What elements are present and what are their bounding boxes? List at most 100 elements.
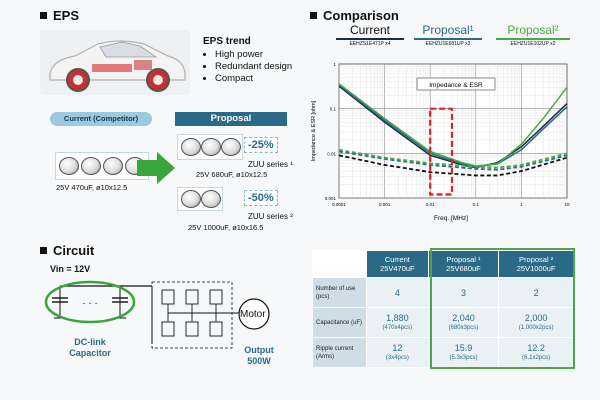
legend-current-name: Current — [349, 23, 390, 37]
capacitor-icon — [103, 157, 123, 175]
series-line — [338, 154, 568, 177]
table-row: Capacitance (uF) 1,880(470x4pcs) 2,040(6… — [312, 307, 574, 338]
cell-value: 2 — [533, 287, 539, 298]
table-header-cell: Proposal ² 25V1000uF — [498, 250, 574, 278]
vin-label: Vin = 12V — [50, 264, 91, 274]
row-label: Number of use (pcs) — [312, 277, 367, 308]
car-icon — [40, 30, 190, 95]
eps-title-text: EPS — [53, 8, 80, 23]
car-illustration — [40, 30, 190, 95]
cell-sub: (3x4pcs) — [385, 354, 409, 361]
row-label: Capacitance (uF) — [312, 307, 367, 338]
x-tick-label: 0.01 — [426, 202, 435, 207]
mosfet-bridge — [161, 289, 240, 337]
chart-title: Impedance & ESR — [429, 82, 483, 89]
current-spec: 25V 470uF, ø10x12.5 — [56, 183, 128, 192]
eps-trend-list: High power Redundant design Compact — [203, 49, 292, 85]
eps-trend-title: EPS trend — [203, 36, 251, 47]
table-cell: 2,040(680x3pcs) — [427, 307, 500, 338]
eps-trend-box: EPS trend High power Redundant design Co… — [203, 36, 292, 85]
dclink-label: DC-link Capacitor — [69, 337, 111, 358]
capacitor-icon — [181, 190, 201, 208]
legend-proposal2-line — [496, 38, 570, 40]
circuit-diagram: · · · — [44, 280, 270, 349]
legend-proposal1-part: EEHZU1E681UP x3 — [425, 41, 471, 47]
cell-value: 4 — [394, 287, 400, 298]
eps-trend-item: Compact — [215, 73, 292, 85]
eps-trend-item: High power — [215, 49, 292, 61]
capacitor-dots: · · · — [82, 298, 98, 309]
dclink-highlight-ellipse — [44, 280, 136, 324]
chart-xlabel: Freq. [MHz] — [434, 215, 468, 222]
proposal1-spec: 25V 680uF, ø10x12.5 — [196, 170, 268, 179]
capacitor-icon — [59, 157, 79, 175]
square-bullet-icon — [310, 12, 317, 20]
y-tick-label: 1 — [333, 62, 336, 67]
motor-icon — [238, 298, 270, 330]
y-tick-label: 0.001 — [325, 196, 337, 201]
y-tick-label: 0.1 — [330, 107, 337, 112]
table-cell: 3 — [427, 277, 500, 308]
x-tick-label: 10 — [564, 202, 570, 207]
cell-value: 3 — [460, 287, 466, 298]
cell-value: 12 — [392, 342, 403, 353]
table-cell: 12(3x4pcs) — [366, 337, 429, 368]
table-header-cell: Current 25V470uF — [366, 250, 429, 278]
legend-current-line — [336, 38, 404, 40]
table-cell: 2,000(1,000x2pcs) — [498, 307, 574, 338]
cell-sub: (1,000x2pcs) — [518, 324, 554, 331]
proposal1-series: ZUU series ¹ — [248, 160, 293, 169]
capacitor-icon — [181, 138, 201, 156]
x-tick-label: 0.001 — [379, 202, 391, 207]
legend-item-proposal2: Proposal² EEHZU1E102UP x2 — [490, 23, 576, 47]
series-line — [338, 150, 568, 171]
cell-sub: (470x4pcs) — [382, 324, 413, 331]
x-tick-label: 0.0001 — [332, 202, 346, 207]
row-label: Ripple current (Arms) — [312, 337, 367, 368]
eps-trend-item: Redundant design — [215, 61, 292, 73]
arrow-right-icon — [137, 152, 175, 184]
capacitor-icon — [81, 157, 101, 175]
chart-ylabel: Impedance & ESR [ohm] — [311, 100, 317, 161]
series-line — [338, 148, 568, 169]
eps-section-title: EPS — [40, 8, 79, 23]
table-cell: 4 — [366, 277, 429, 308]
cell-value: 12.2 — [527, 342, 545, 353]
table-cell: 1,880(470x4pcs) — [366, 307, 429, 338]
comparison-title-text: Comparison — [323, 8, 399, 23]
highlight-box — [429, 107, 454, 196]
capacitor-icon — [201, 190, 221, 208]
legend-item-current: Current EEHZS1E471P x4 — [330, 23, 410, 47]
cell-value: 2,040 — [452, 312, 475, 323]
chart-title-box — [416, 77, 496, 91]
y-tick-label: 0.01 — [327, 151, 336, 156]
cell-value: 2,000 — [524, 312, 548, 323]
legend-proposal2-name: Proposal² — [507, 23, 559, 37]
x-tick-label: 1 — [520, 202, 523, 207]
chart-legend: Current EEHZS1E471P x4 Proposal¹ EEHZU1E… — [330, 23, 580, 51]
chart-series — [338, 83, 568, 177]
cell-sub: (5.3x3pcs) — [449, 354, 478, 361]
table-row: Number of use (pcs) 4 3 2 — [312, 277, 574, 308]
proposal2-series: ZUU series ² — [248, 212, 293, 221]
cell-sub: (6.1x2pcs) — [522, 354, 551, 361]
cell-value: 1,880 — [386, 312, 409, 323]
square-bullet-icon — [40, 247, 47, 255]
current-competitor-pill: Current (Competitor) — [50, 112, 152, 126]
proposal1-capacitor-box — [177, 134, 243, 160]
capacitor-icon — [221, 138, 241, 156]
table-cell: 2 — [498, 277, 574, 308]
table-header-row: Current 25V470uF Proposal ¹ 25V680uF Pro… — [312, 250, 574, 278]
proposal2-capacitor-box — [177, 187, 223, 211]
table-row: Ripple current (Arms) 12(3x4pcs) 15.9(5.… — [312, 337, 574, 368]
proposal-pill: Proposal — [175, 112, 287, 126]
legend-proposal1-line — [414, 38, 482, 40]
cell-value: 15.9 — [454, 342, 473, 353]
square-bullet-icon — [40, 12, 47, 20]
circuit-title-text: Circuit — [53, 243, 95, 258]
proposal1-reduction: -25% — [244, 137, 278, 153]
capacitor-icon — [201, 138, 221, 156]
comparison-section-title: Comparison — [310, 8, 399, 23]
output-label: Output 500W — [244, 345, 274, 366]
